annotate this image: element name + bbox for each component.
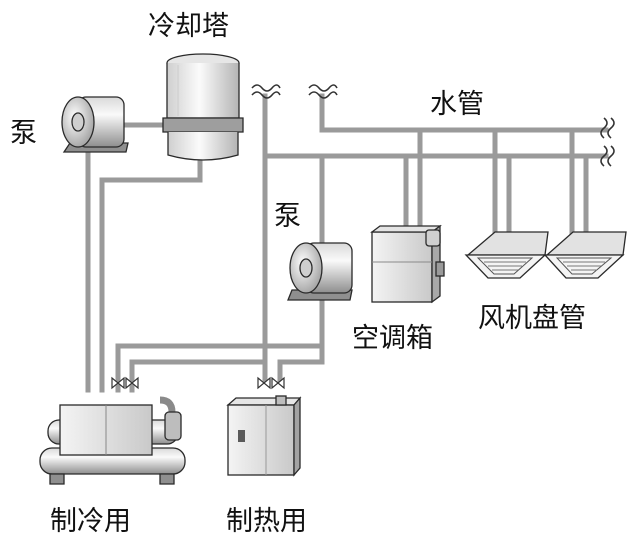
cooling-tower-label: 冷却塔 [148, 11, 229, 42]
fan-coil-unit-2-icon [543, 231, 627, 279]
pump-middle-label: 泵 [274, 201, 301, 232]
fan-coil-unit-1-icon [464, 231, 549, 279]
pump-left-label: 泵 [10, 118, 37, 149]
chiller-loop-pipe-2 [129, 359, 268, 393]
valve-icon [111, 376, 139, 390]
heater-icon [226, 395, 302, 477]
tower-to-chiller-pipe [99, 157, 203, 393]
air-handler-icon [370, 224, 445, 304]
pipe-break-symbols-top [251, 84, 338, 99]
water-pipe-network [85, 93, 609, 393]
cooling-tower-icon [162, 53, 244, 161]
chiller-loop-pipe-1 [115, 343, 325, 393]
water-pipe-label: 水管 [430, 89, 484, 120]
chiller-icon [39, 396, 186, 485]
pipe-break-symbols-right [600, 117, 615, 167]
heater-label: 制热用 [226, 506, 307, 537]
pump-to-heater-pipe [277, 287, 325, 383]
fan-coil-label: 风机盘管 [478, 303, 586, 334]
pump-left-icon [61, 96, 129, 153]
pump-middle-icon [287, 242, 353, 301]
air-handler-label: 空调箱 [352, 323, 433, 354]
chiller-label: 制冷用 [50, 506, 131, 537]
valve-icon-heater [257, 376, 285, 390]
